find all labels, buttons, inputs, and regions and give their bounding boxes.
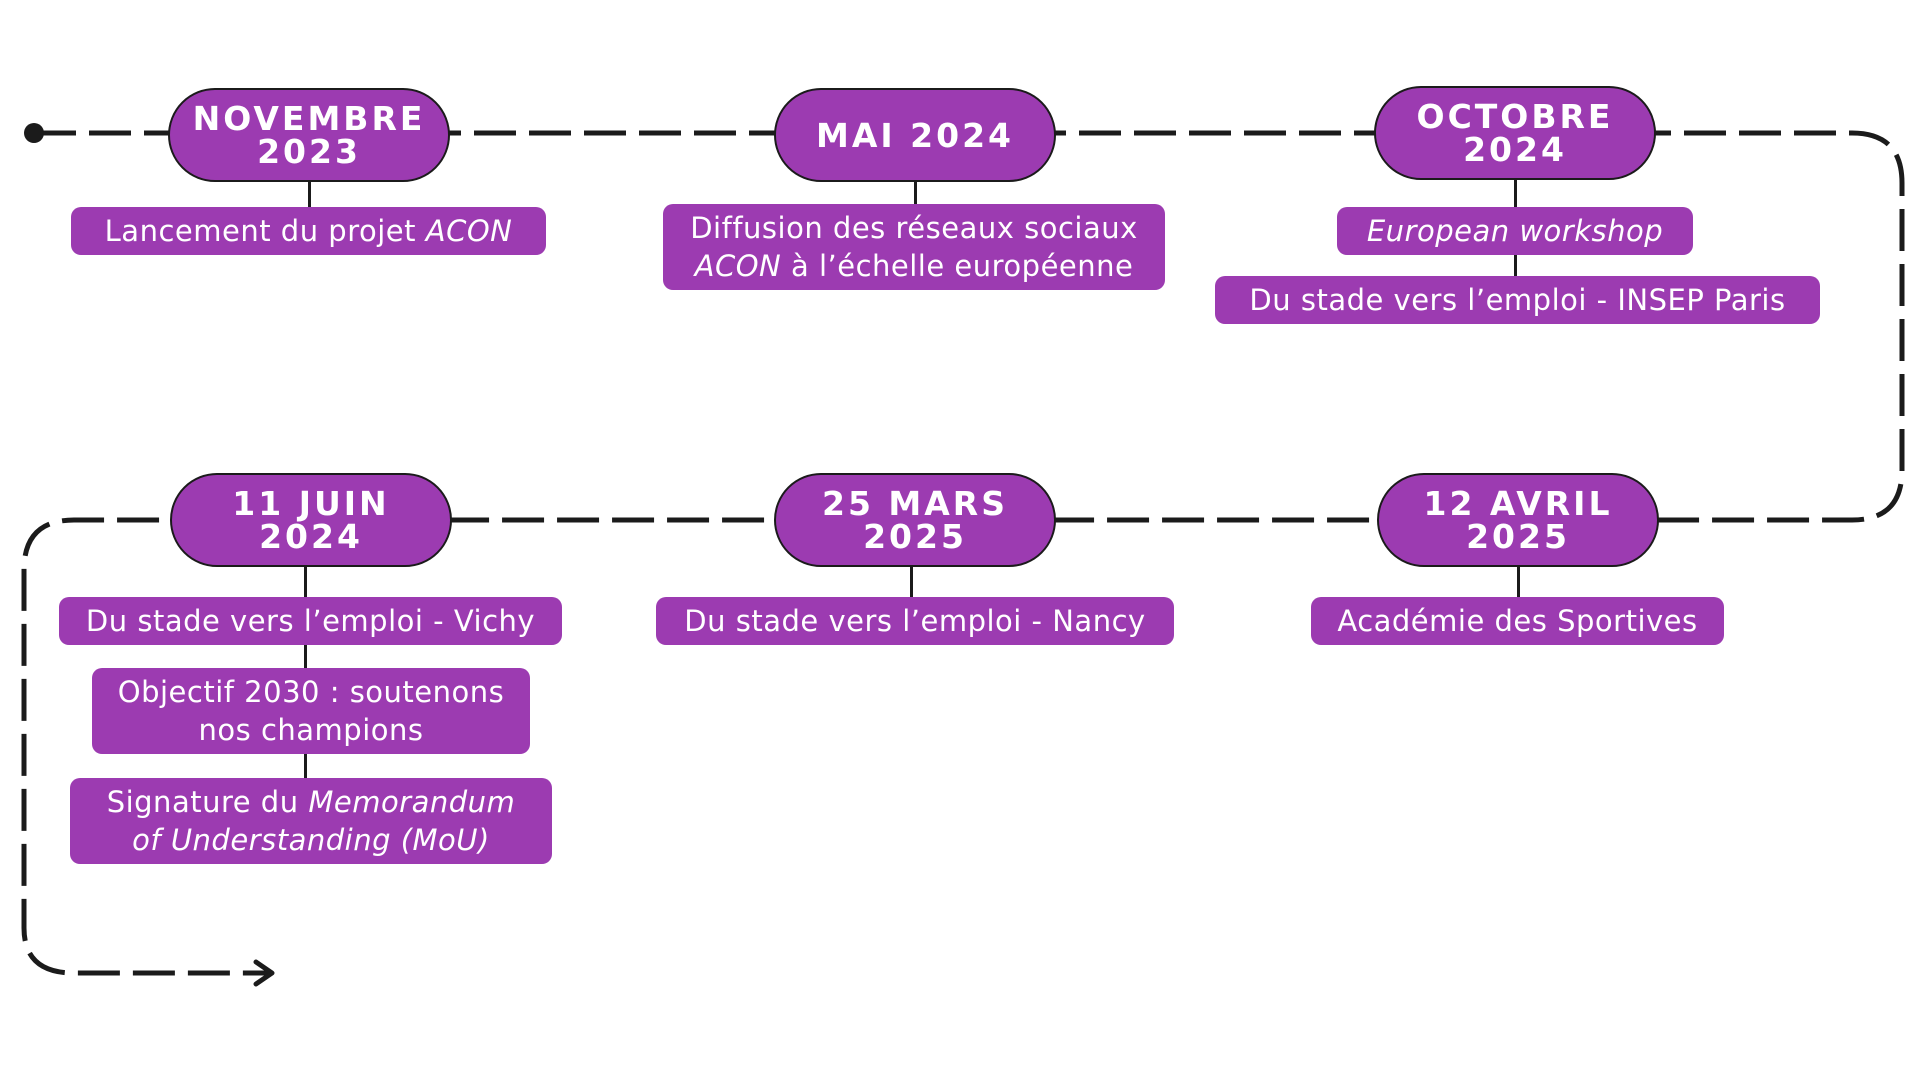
event-text: Objectif 2030 : soutenons	[117, 675, 505, 709]
timeline-start-dot	[24, 123, 44, 143]
milestone-date-pill: 12 AVRIL 2025	[1377, 473, 1659, 567]
connector-line	[910, 565, 913, 600]
milestone-event: Diffusion des réseaux sociaux ACON à l’é…	[663, 204, 1165, 290]
milestone-event: Objectif 2030 : soutenons nos champions	[92, 668, 530, 754]
date-line: MAI 2024	[816, 115, 1014, 155]
date-line: NOVEMBRE	[192, 99, 426, 138]
event-text-italic: Memorandum	[308, 785, 516, 819]
date-line: 11 JUIN	[232, 484, 390, 523]
event-text: Du stade vers l’emploi - Nancy	[684, 604, 1146, 638]
milestone-date-pill: OCTOBRE 2024	[1374, 86, 1656, 180]
milestone-date-pill: 25 MARS 2025	[774, 473, 1056, 567]
date-line: OCTOBRE	[1416, 97, 1614, 136]
event-text: Du stade vers l’emploi - Vichy	[85, 604, 536, 638]
date-line: 12 AVRIL	[1423, 484, 1613, 523]
event-text-italic: European workshop	[1366, 214, 1664, 248]
milestone-date-pill: 11 JUIN 2024	[170, 473, 452, 567]
event-text-italic: ACON	[694, 249, 782, 283]
milestone-event: Académie des Sportives	[1311, 597, 1724, 645]
date-line: 2023	[257, 132, 361, 171]
milestone-event: Du stade vers l’emploi - INSEP Paris	[1215, 276, 1820, 324]
connector-line	[308, 180, 311, 210]
date-line: 2025	[863, 517, 967, 556]
milestone-event: Du stade vers l’emploi - Nancy	[656, 597, 1174, 645]
milestone-event: Lancement du projet ACON	[71, 207, 546, 255]
date-line: 2024	[1463, 130, 1567, 169]
event-text-italic: ACON	[425, 214, 513, 248]
milestone-date-pill: NOVEMBRE 2023	[168, 88, 450, 182]
date-line: 2024	[259, 517, 363, 556]
event-text: à l’échelle européenne	[781, 249, 1134, 283]
event-text: Du stade vers l’emploi - INSEP Paris	[1249, 283, 1786, 317]
event-text: Signature du	[106, 785, 309, 819]
connector-line	[1517, 565, 1520, 600]
milestone-event: European workshop	[1337, 207, 1693, 255]
date-line: 25 MARS	[822, 484, 1008, 523]
event-text-italic: of Understanding (MoU)	[132, 823, 490, 857]
timeline-end-arrow-icon	[253, 959, 275, 987]
milestone-event: Signature du Memorandum of Understanding…	[70, 778, 552, 864]
event-text: Lancement du projet	[104, 214, 426, 248]
event-text: nos champions	[198, 713, 424, 747]
event-text: Académie des Sportives	[1337, 604, 1698, 638]
connector-line	[914, 180, 917, 210]
milestone-event: Du stade vers l’emploi - Vichy	[59, 597, 562, 645]
event-text: Diffusion des réseaux sociaux	[690, 211, 1138, 245]
date-line: 2025	[1466, 517, 1570, 556]
milestone-date-pill: MAI 2024	[774, 88, 1056, 182]
